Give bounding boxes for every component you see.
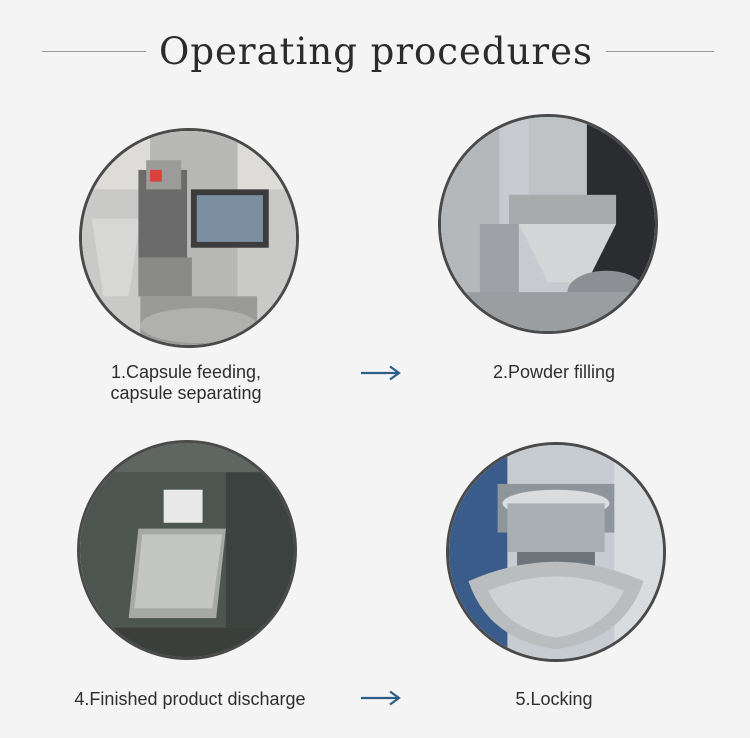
- capsule-feeding-photo: [79, 128, 299, 348]
- arrow-right-icon: [361, 365, 401, 381]
- step-1-caption: 1.Capsule feeding, capsule separating: [86, 362, 286, 404]
- discharge-chute-photo: [77, 440, 297, 660]
- title-divider-right: [606, 51, 714, 52]
- step-1-caption-line-2: capsule separating: [110, 383, 262, 403]
- step-1-caption-line-1: 1.Capsule feeding,: [110, 362, 262, 382]
- step-2-caption: 2.Powder filling: [492, 362, 616, 382]
- title-divider-left: [42, 51, 146, 52]
- page-title: Operating procedures: [159, 30, 593, 73]
- arrow-right-icon: [361, 690, 401, 706]
- step-5-caption: 5.Locking: [515, 689, 593, 709]
- locking-plate-photo: [446, 442, 666, 662]
- powder-filling-photo: [438, 114, 658, 334]
- title-row: Operating procedures: [0, 28, 750, 76]
- step-4-caption: 4.Finished product discharge: [74, 689, 306, 709]
